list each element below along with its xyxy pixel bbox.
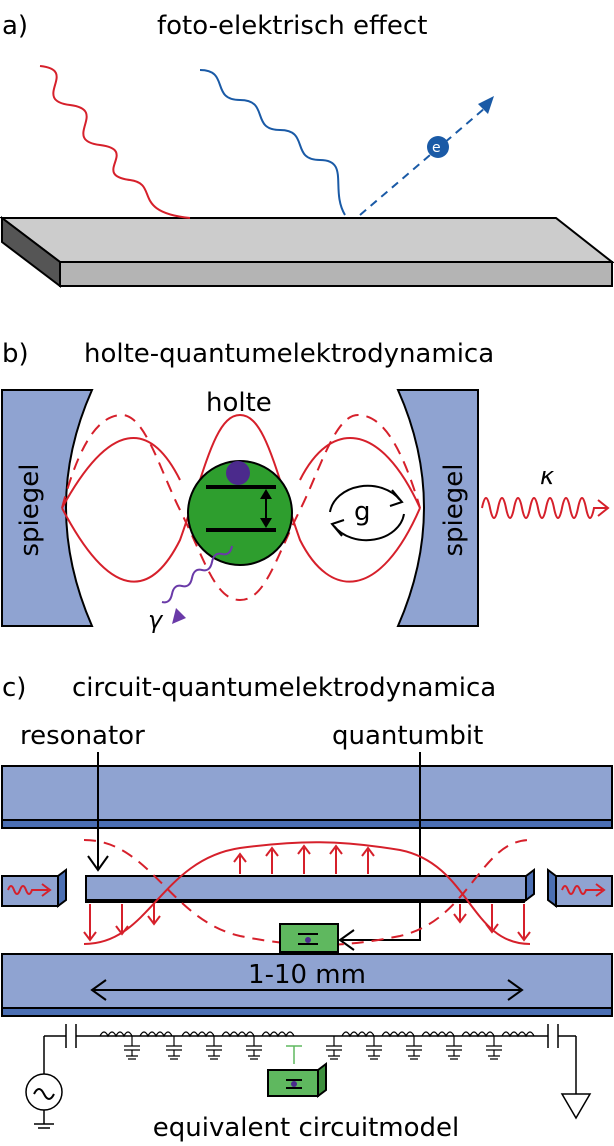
center-conductor xyxy=(85,868,535,903)
panel-c: c) circuit-quantumelektrodynamica resona… xyxy=(1,673,613,1143)
output-port xyxy=(547,868,613,908)
electron-label: e xyxy=(432,140,441,156)
ac-source-symbol xyxy=(33,1088,55,1100)
atom-decay-label: γ xyxy=(148,606,164,634)
electron-arrowhead xyxy=(478,96,494,114)
circuit-qubit-chip xyxy=(267,1062,327,1098)
coupling-symbol: g xyxy=(329,484,405,542)
panel-a: a) foto-elektrisch effect e xyxy=(0,11,614,289)
electron-path xyxy=(359,107,486,216)
resonator-pointer-head xyxy=(87,855,109,872)
circuit-label: equivalent circuitmodel xyxy=(153,1113,459,1143)
panel-b-title: holte-quantumelektrodynamica xyxy=(84,339,494,369)
red-photon-wave xyxy=(39,65,191,219)
field-arrows-up xyxy=(233,844,375,874)
mirror-left-label: spiegel xyxy=(15,464,45,557)
length-arrow-left-head xyxy=(90,979,107,1001)
atom xyxy=(187,460,293,566)
electron-dot xyxy=(427,136,449,158)
panel-c-title: circuit-quantumelektrodynamica xyxy=(72,673,496,703)
panel-b: b) holte-quantumelektrodynamica spiegel … xyxy=(1,339,610,634)
qubit-label: quantumbit xyxy=(332,721,483,751)
resonator-label: resonator xyxy=(20,721,145,751)
metal-plate xyxy=(0,215,614,289)
length-arrow-right-head xyxy=(507,979,524,1001)
length-label: 1-10 mm xyxy=(248,960,366,990)
mirror-right-label: spiegel xyxy=(439,464,469,557)
panel-c-letter: c) xyxy=(2,673,26,703)
panel-a-letter: a) xyxy=(2,11,28,41)
qubit-chip xyxy=(279,923,339,953)
capacitor-ladder xyxy=(124,1036,502,1060)
atom-decay-arrowhead xyxy=(172,608,186,624)
panel-b-letter: b) xyxy=(2,339,29,369)
field-wave-solid xyxy=(83,841,531,945)
coupling-label: g xyxy=(354,497,371,527)
cavity-decay-wave xyxy=(481,497,608,519)
cavity-decay-arrowhead xyxy=(597,499,610,517)
cavity-decay-label: κ xyxy=(540,462,555,490)
qubit-pointer-head xyxy=(338,929,355,951)
standing-wave-solid-top xyxy=(61,437,421,509)
qubit-pointer xyxy=(342,752,421,941)
panel-a-title: foto-elektrisch effect xyxy=(157,11,427,41)
inductor-ladder xyxy=(99,1031,535,1038)
mirror-right xyxy=(396,389,479,627)
field-arrows-down xyxy=(83,904,531,942)
standing-wave-solid xyxy=(61,413,421,583)
top-ground-plane xyxy=(1,765,613,829)
blue-photon-wave xyxy=(199,69,346,216)
standing-wave-dashed xyxy=(61,413,421,602)
input-port xyxy=(1,868,67,908)
cavity-label: holte xyxy=(206,388,272,418)
atom-decay-wave xyxy=(161,545,233,604)
